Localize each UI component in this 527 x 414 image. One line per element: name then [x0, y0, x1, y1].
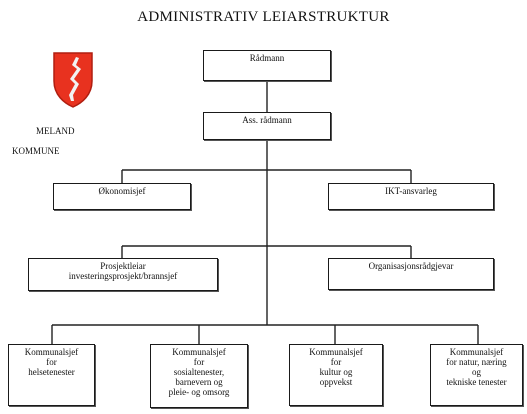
node-sosial: Kommunalsjef for sosialtenester, barneve…	[150, 344, 248, 408]
node-natur-label: Kommunalsjef for natur, næring og teknis…	[446, 347, 507, 387]
node-radmann-label: Rådmann	[249, 53, 285, 63]
node-radmann: Rådmann	[203, 50, 331, 81]
node-ass-radmann: Ass. rådmann	[203, 112, 331, 140]
node-kultur: Kommunalsjef for kultur og oppvekst	[289, 344, 383, 406]
node-ikt-label: IKT-ansvarleg	[385, 186, 437, 196]
node-ikt: IKT-ansvarleg	[328, 183, 494, 210]
node-helse: Kommunalsjef for helsetenester	[8, 344, 95, 406]
node-prosjektleiar: Prosjektleiar investeringsprosjekt/brann…	[28, 258, 218, 291]
node-helse-label: Kommunalsjef for helsetenester	[24, 347, 79, 377]
node-natur: Kommunalsjef for natur, næring og teknis…	[430, 344, 523, 406]
node-organisasjonsradgjevar: Organisasjonsrådgjevar	[328, 258, 494, 290]
meland-coat-of-arms-icon	[53, 52, 93, 108]
chart-title: ADMINISTRATIV LEIARSTRUKTUR	[137, 9, 390, 25]
node-sosial-label: Kommunalsjef for sosialtenester, barneve…	[168, 347, 230, 397]
node-ass-radmann-label: Ass. rådmann	[242, 115, 292, 125]
municipality-name: MELAND KOMMUNE	[12, 116, 122, 166]
node-kultur-label: Kommunalsjef for kultur og oppvekst	[309, 347, 363, 387]
node-prosjektleiar-label: Prosjektleiar investeringsprosjekt/brann…	[68, 261, 178, 281]
node-okonomisjef: Økonomisjef	[53, 183, 191, 210]
municipality-name-line2: KOMMUNE	[12, 146, 60, 156]
node-organisasjonsradgjevar-label: Organisasjonsrådgjevar	[368, 261, 454, 271]
node-okonomisjef-label: Økonomisjef	[98, 186, 146, 196]
municipality-name-line1: MELAND	[36, 126, 75, 136]
